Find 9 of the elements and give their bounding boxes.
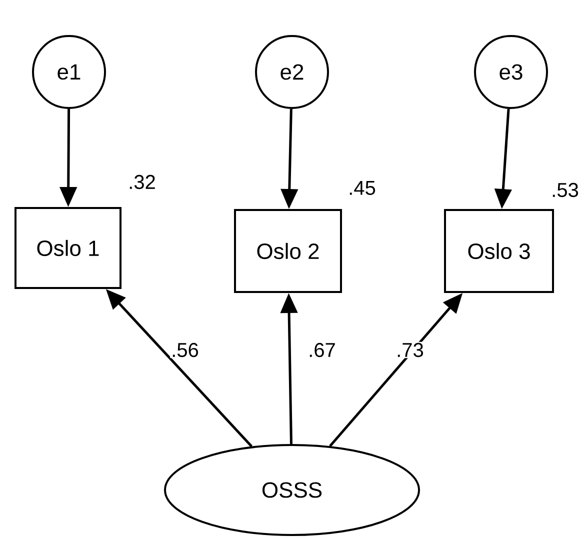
coefficient-label: .32 xyxy=(130,174,155,190)
edge-label: .56 xyxy=(172,342,198,358)
variable-box: Oslo 2 xyxy=(234,209,342,293)
variable-box: Oslo 1 xyxy=(14,207,122,289)
edge-label: .73 xyxy=(398,342,424,358)
coefficient-label: .53 xyxy=(552,182,578,198)
coefficient-label: .45 xyxy=(350,181,376,195)
variable-box: Oslo 3 xyxy=(444,209,554,293)
edge-label: .67 xyxy=(310,342,335,358)
